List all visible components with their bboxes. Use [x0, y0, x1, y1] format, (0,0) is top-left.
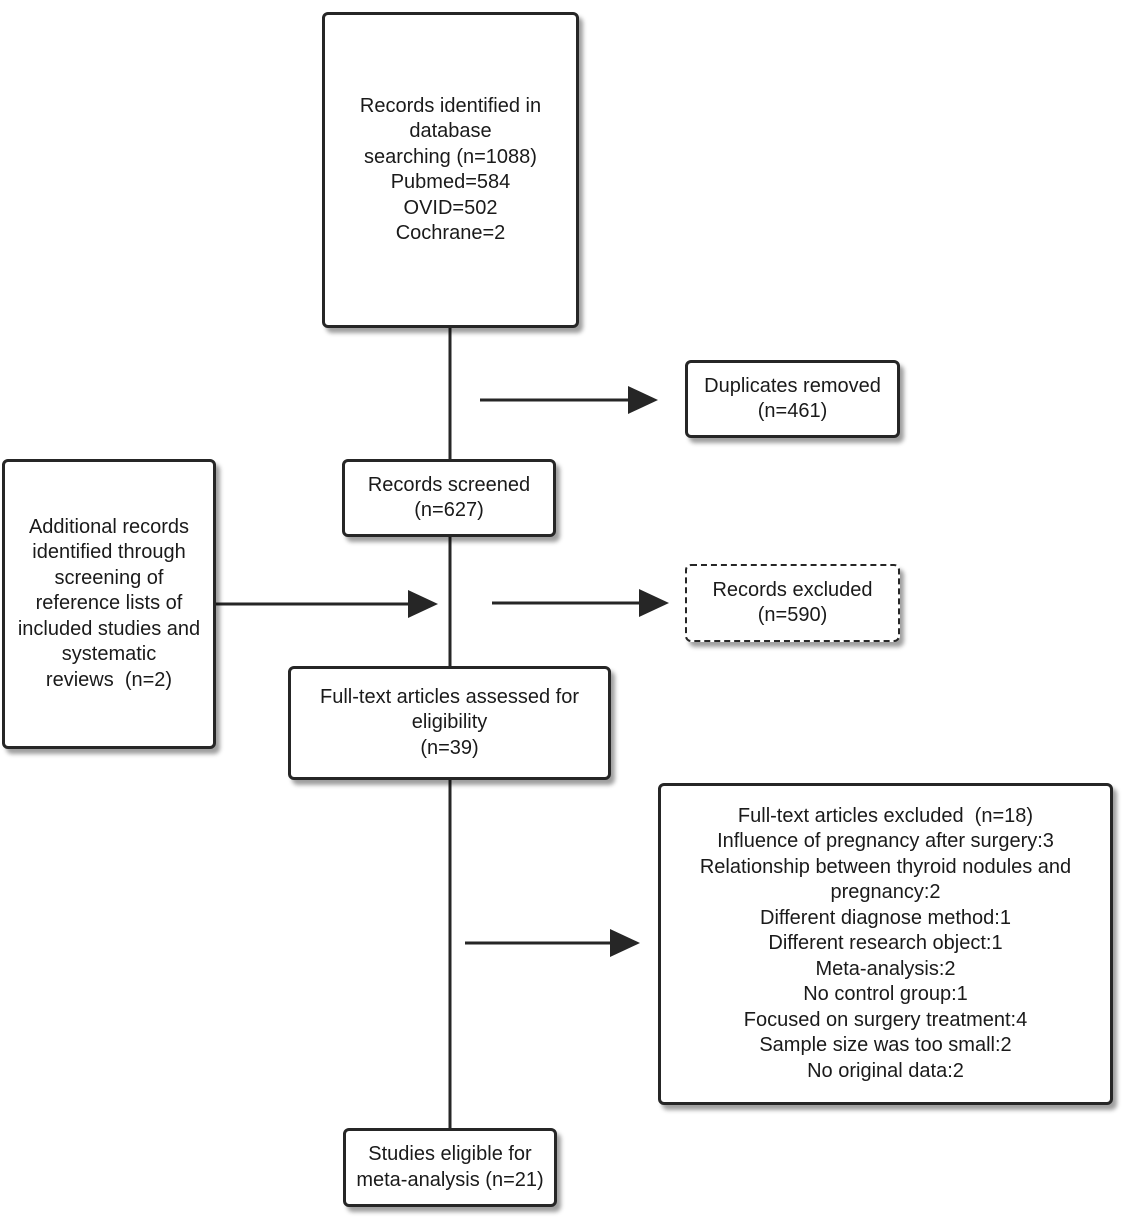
fulltext-excluded-line: Focused on surgery treatment:4	[743, 1008, 1028, 1031]
records-identified-line: searching (n=1088)	[364, 145, 537, 168]
additional-records-line: included studies and	[17, 617, 201, 640]
records-identified-line: Pubmed=584	[390, 171, 511, 193]
additional-records-line: Additional records	[28, 515, 190, 538]
arrow-additional-head	[408, 590, 438, 618]
duplicates-removed-line: Duplicates removed	[704, 374, 881, 397]
additional-records-line: identified through	[32, 541, 186, 564]
duplicates-removed-box: Duplicates removed (n=461)	[685, 360, 900, 438]
records-excluded-line: (n=590)	[757, 604, 828, 626]
fulltext-excluded-line: pregnancy:2	[830, 881, 941, 904]
records-identified-line: Cochrane=2	[395, 222, 506, 244]
fulltext-excluded-line: Relationship between thyroid nodules and	[699, 855, 1072, 878]
additional-records-line: reviews (n=2)	[45, 668, 173, 691]
records-screened-box: Records screened (n=627)	[342, 459, 556, 537]
studies-eligible-box: Studies eligible for meta-analysis (n=21…	[343, 1128, 557, 1207]
fulltext-excluded-line: Influence of pregnancy after surgery:3	[717, 830, 1054, 853]
duplicates-removed-line: (n=461)	[757, 400, 828, 422]
fulltext-excluded-line: Sample size was too small:2	[759, 1034, 1012, 1057]
fulltext-excluded-line: Full-text articles excluded (n=18)	[737, 804, 1034, 827]
additional-records-line: screening of	[54, 566, 164, 589]
records-excluded-line: Records excluded	[712, 578, 873, 601]
fulltext-assessed-box: Full-text articles assessed for eligibil…	[288, 666, 611, 780]
additional-records-line: reference lists of	[35, 592, 183, 615]
fulltext-assessed-line: (n=39)	[420, 736, 479, 759]
additional-records-box: Additional records identified through sc…	[2, 459, 216, 749]
studies-eligible-line: meta-analysis (n=21)	[356, 1168, 544, 1191]
fulltext-assessed-line: eligibility	[411, 711, 488, 734]
fulltext-assessed-line: Full-text articles assessed for	[320, 685, 579, 708]
records-screened-line: Records screened	[367, 473, 531, 496]
fulltext-excluded-box: Full-text articles excluded (n=18) Influ…	[658, 783, 1113, 1105]
fulltext-excluded-line: Meta-analysis:2	[815, 957, 956, 980]
arrow-fulltext-excluded-head	[610, 929, 640, 957]
fulltext-excluded-line: No original data:2	[807, 1059, 964, 1082]
arrow-excluded-head	[639, 589, 669, 617]
records-identified-line: database	[409, 120, 492, 142]
fulltext-excluded-line: Different research object:1	[768, 932, 1003, 955]
additional-records-line: systematic	[61, 643, 157, 666]
arrow-duplicates-head	[628, 386, 658, 414]
fulltext-excluded-line: No control group:1	[803, 983, 968, 1006]
fulltext-excluded-line: Different diagnose method:1	[760, 906, 1011, 929]
records-screened-line: (n=627)	[414, 499, 484, 521]
studies-eligible-line: Studies eligible for	[368, 1143, 532, 1165]
records-identified-line: OVID=502	[403, 196, 498, 219]
records-excluded-box: Records excluded (n=590)	[685, 564, 900, 642]
records-identified-box: Records identified in database searching…	[322, 12, 579, 328]
records-identified-line: Records identified in	[359, 94, 542, 117]
